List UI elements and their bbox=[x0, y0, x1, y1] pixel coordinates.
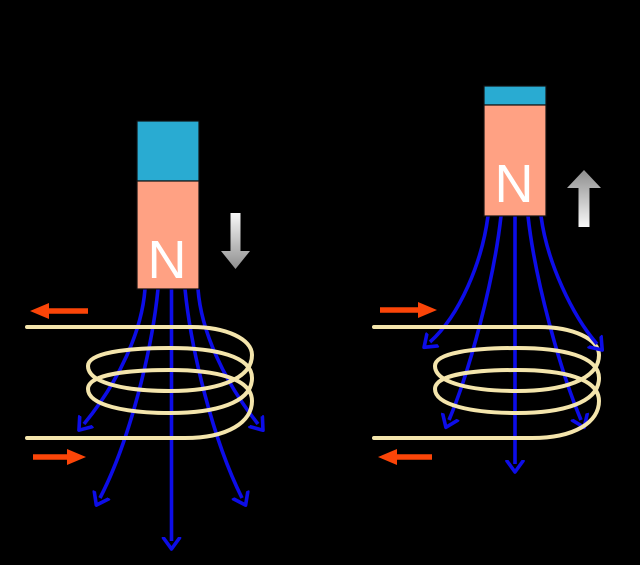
bar-magnet-left: N bbox=[136, 120, 200, 290]
field-line bbox=[449, 215, 503, 420]
magnet-north-section bbox=[136, 180, 200, 290]
field-lines-left bbox=[84, 288, 258, 541]
field-line bbox=[84, 288, 147, 424]
coil-left bbox=[25, 325, 255, 440]
current-arrow-right-bottom bbox=[378, 449, 432, 465]
magnet-south-section bbox=[483, 85, 547, 106]
bar-magnet-right: N bbox=[483, 85, 547, 217]
current-arrow-head bbox=[418, 302, 437, 318]
pole-label-left: N bbox=[148, 230, 187, 290]
current-arrow-left-top bbox=[30, 303, 88, 319]
current-arrow-head bbox=[30, 303, 49, 319]
field-lines-right bbox=[430, 215, 581, 464]
field-line bbox=[539, 215, 597, 344]
current-arrow-right-top bbox=[380, 302, 437, 318]
magnet-north-section bbox=[483, 104, 547, 217]
current-arrow-head bbox=[378, 449, 397, 465]
field-line bbox=[526, 215, 581, 420]
current-arrow-head bbox=[67, 449, 86, 465]
magnet-south-section bbox=[136, 120, 200, 182]
motion-arrow-down-icon bbox=[221, 213, 250, 269]
current-arrow-left-bottom bbox=[33, 449, 86, 465]
pole-label-right: N bbox=[495, 154, 534, 214]
motion-arrow-up-icon bbox=[567, 170, 601, 227]
right-panel: N bbox=[372, 85, 602, 465]
field-line bbox=[430, 215, 490, 342]
field-line bbox=[183, 288, 242, 498]
coil-right bbox=[372, 325, 602, 440]
field-line bbox=[100, 288, 160, 498]
field-line bbox=[196, 288, 258, 424]
left-panel: N bbox=[25, 120, 258, 541]
